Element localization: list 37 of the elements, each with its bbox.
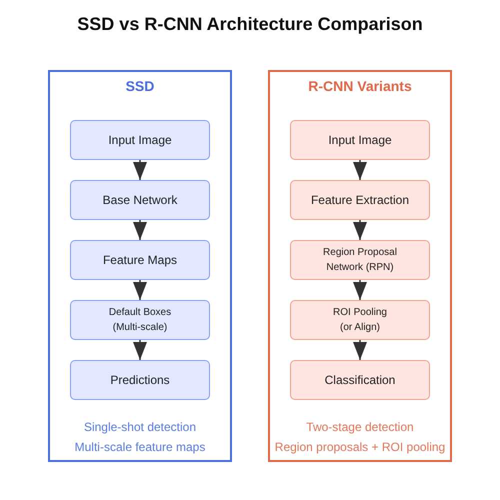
box-label: Default Boxes (Multi-scale) <box>108 306 172 335</box>
arrow <box>133 340 147 360</box>
panel-title: SSD <box>126 77 154 96</box>
box-label: Region Proposal Network (RPN) <box>322 246 398 275</box>
panel-note: Region proposals + ROI pooling <box>274 439 446 456</box>
box-label: Predictions <box>110 372 170 388</box>
arrow <box>353 220 367 240</box>
process-box <box>290 120 430 160</box>
panel-note: Single-shot detection <box>84 419 196 436</box>
box-label: Feature Extraction <box>310 192 410 208</box>
process-box <box>290 240 430 280</box>
panel <box>268 70 452 462</box>
arrow <box>353 280 367 300</box>
panel-note: Multi-scale feature maps <box>74 439 206 456</box>
process-box <box>290 300 430 340</box>
box-label: Classification <box>324 372 396 388</box>
panel <box>48 70 232 462</box>
process-box <box>70 300 210 340</box>
process-box <box>290 180 430 220</box>
arrow <box>133 160 147 180</box>
process-box <box>70 360 210 400</box>
box-label: Feature Maps <box>102 252 178 268</box>
box-label: Input Image <box>328 132 392 148</box>
box-label: ROI Pooling (or Align) <box>332 306 388 335</box>
box-label: Input Image <box>108 132 172 148</box>
process-box <box>70 180 210 220</box>
process-box <box>70 120 210 160</box>
arrow <box>353 160 367 180</box>
arrow <box>133 280 147 300</box>
box-label: Base Network <box>102 192 178 208</box>
arrow <box>133 220 147 240</box>
diagram-title: SSD vs R-CNN Architecture Comparison <box>77 13 423 36</box>
process-box <box>70 240 210 280</box>
panel-note: Two-stage detection <box>306 419 414 436</box>
arrow <box>353 340 367 360</box>
process-box <box>290 360 430 400</box>
panel-title: R-CNN Variants <box>308 77 412 96</box>
